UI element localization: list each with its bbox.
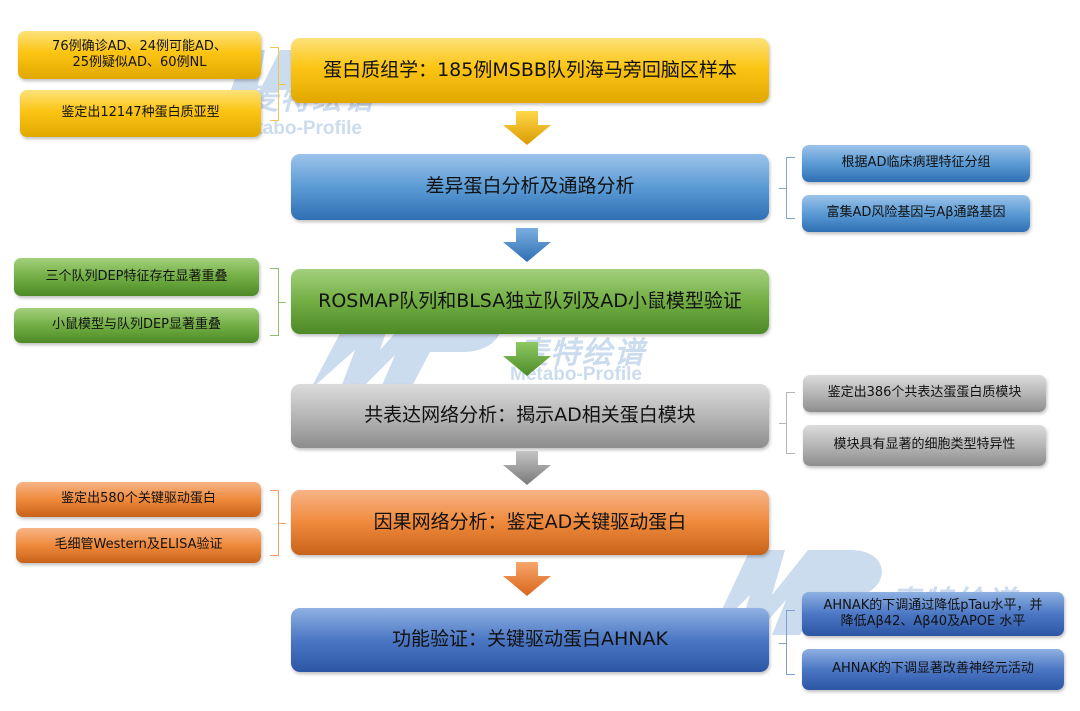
step-cohort-validation: ROSMAP队列和BLSA独立队列及AD小鼠模型验证 [291, 269, 769, 334]
note-label: 76例确诊AD、24例可能AD、25例疑似AD、60例NL [52, 38, 227, 70]
note-sample-groups: 76例确诊AD、24例可能AD、25例疑似AD、60例NL [18, 31, 261, 79]
step-label: 共表达网络分析：揭示AD相关蛋白模块 [364, 404, 696, 427]
note-label: 三个队列DEP特征存在显著重叠 [45, 268, 228, 284]
bracket-step2 [779, 157, 795, 219]
step-label: 差异蛋白分析及通路分析 [425, 175, 635, 198]
note-ahnak-neuron-activity: AHNAK的下调显著改善神经元活动 [802, 649, 1064, 690]
note-cohort-overlap: 三个队列DEP特征存在显著重叠 [14, 258, 259, 296]
step-label: ROSMAP队列和BLSA独立队列及AD小鼠模型验证 [318, 289, 742, 312]
note-label: 模块具有显著的细胞类型特异性 [833, 437, 1016, 453]
step-label: 功能验证：关键驱动蛋白AHNAK [392, 628, 668, 651]
note-enriched-genes: 富集AD风险基因与Aβ通路基因 [802, 195, 1030, 232]
note-label: AHNAK的下调通过降低pTau水平，并降低Aβ42、Aβ40及APOE 水平 [823, 597, 1043, 629]
arrow-down-icon [503, 342, 551, 376]
step-label: 蛋白质组学：185例MSBB队列海马旁回脑区样本 [323, 58, 737, 81]
note-label: 鉴定出12147种蛋白质亚型 [61, 105, 220, 121]
step-causal-network: 因果网络分析：鉴定AD关键驱动蛋白 [291, 490, 769, 555]
bracket-step3 [270, 268, 286, 336]
arrow-down-icon [503, 562, 551, 596]
bracket-step5 [270, 490, 286, 556]
bracket-step4 [779, 392, 795, 454]
step-differential-analysis: 差异蛋白分析及通路分析 [291, 154, 769, 220]
note-mouse-overlap: 小鼠模型与队列DEP显著重叠 [14, 308, 259, 343]
note-ahnak-ptau: AHNAK的下调通过降低pTau水平，并降低Aβ42、Aβ40及APOE 水平 [802, 592, 1064, 636]
step-label: 因果网络分析：鉴定AD关键驱动蛋白 [373, 510, 687, 533]
note-label: 鉴定出580个关键驱动蛋白 [61, 491, 216, 507]
step-coexpression-network: 共表达网络分析：揭示AD相关蛋白模块 [291, 384, 769, 448]
note-coexpression-modules: 鉴定出386个共表达蛋蛋白质模块 [803, 375, 1046, 412]
note-clinical-grouping: 根据AD临床病理特征分组 [802, 145, 1030, 182]
note-protein-isoforms: 鉴定出12147种蛋白质亚型 [20, 90, 261, 137]
arrow-down-icon [503, 111, 551, 145]
bracket-step1 [270, 47, 286, 121]
note-western-elisa: 毛细管Western及ELISA验证 [16, 528, 261, 563]
bracket-step6 [779, 610, 795, 675]
arrow-down-icon [503, 451, 551, 485]
note-key-drivers: 鉴定出580个关键驱动蛋白 [16, 482, 261, 517]
note-label: 富集AD风险基因与Aβ通路基因 [826, 205, 1006, 221]
arrow-down-icon [503, 228, 551, 262]
step-proteomics: 蛋白质组学：185例MSBB队列海马旁回脑区样本 [291, 38, 769, 103]
note-label: 毛细管Western及ELISA验证 [54, 537, 223, 553]
note-cell-type-specificity: 模块具有显著的细胞类型特异性 [803, 425, 1046, 466]
step-functional-validation: 功能验证：关键驱动蛋白AHNAK [291, 608, 769, 672]
note-label: AHNAK的下调显著改善神经元活动 [832, 661, 1034, 677]
note-label: 鉴定出386个共表达蛋蛋白质模块 [827, 385, 1022, 401]
note-label: 根据AD临床病理特征分组 [841, 155, 991, 171]
note-label: 小鼠模型与队列DEP显著重叠 [51, 317, 222, 333]
